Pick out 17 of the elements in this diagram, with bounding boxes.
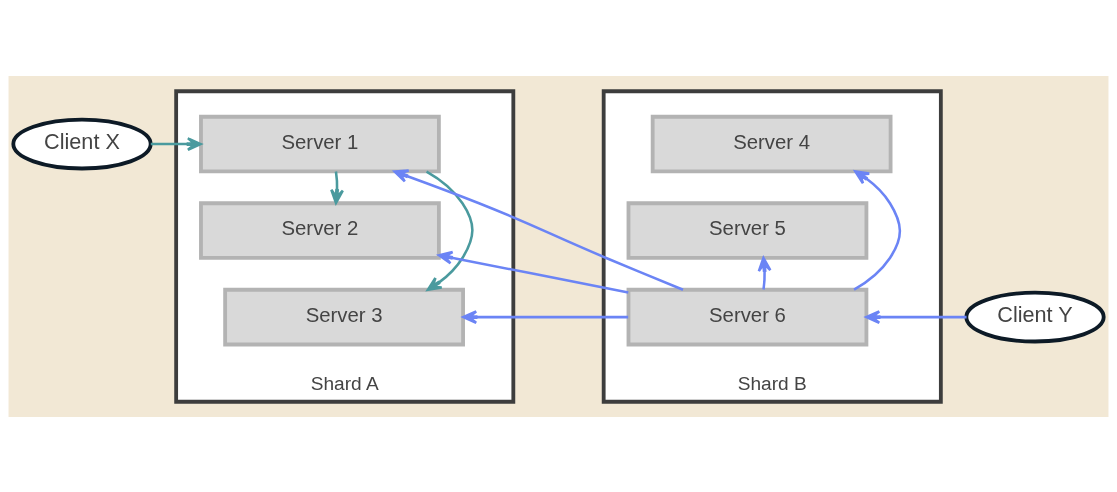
arrow [437, 250, 629, 294]
arrow [757, 256, 772, 290]
node-ellipse: Client X [11, 117, 153, 170]
arrow [393, 168, 684, 291]
arrow [462, 309, 629, 324]
arrow [330, 170, 345, 204]
arrow [425, 170, 474, 291]
node-box: Server 6 [626, 287, 869, 346]
node-box: Server 3 [223, 287, 465, 346]
node-box: Server 5 [626, 200, 869, 260]
arrow [865, 309, 967, 324]
node-box: Server 4 [650, 114, 893, 173]
node-box: Server 2 [199, 200, 441, 260]
arrow [150, 136, 202, 151]
node-ellipse: Client Y [964, 290, 1106, 343]
arrow [853, 169, 902, 291]
node-box: Server 1 [199, 114, 441, 173]
